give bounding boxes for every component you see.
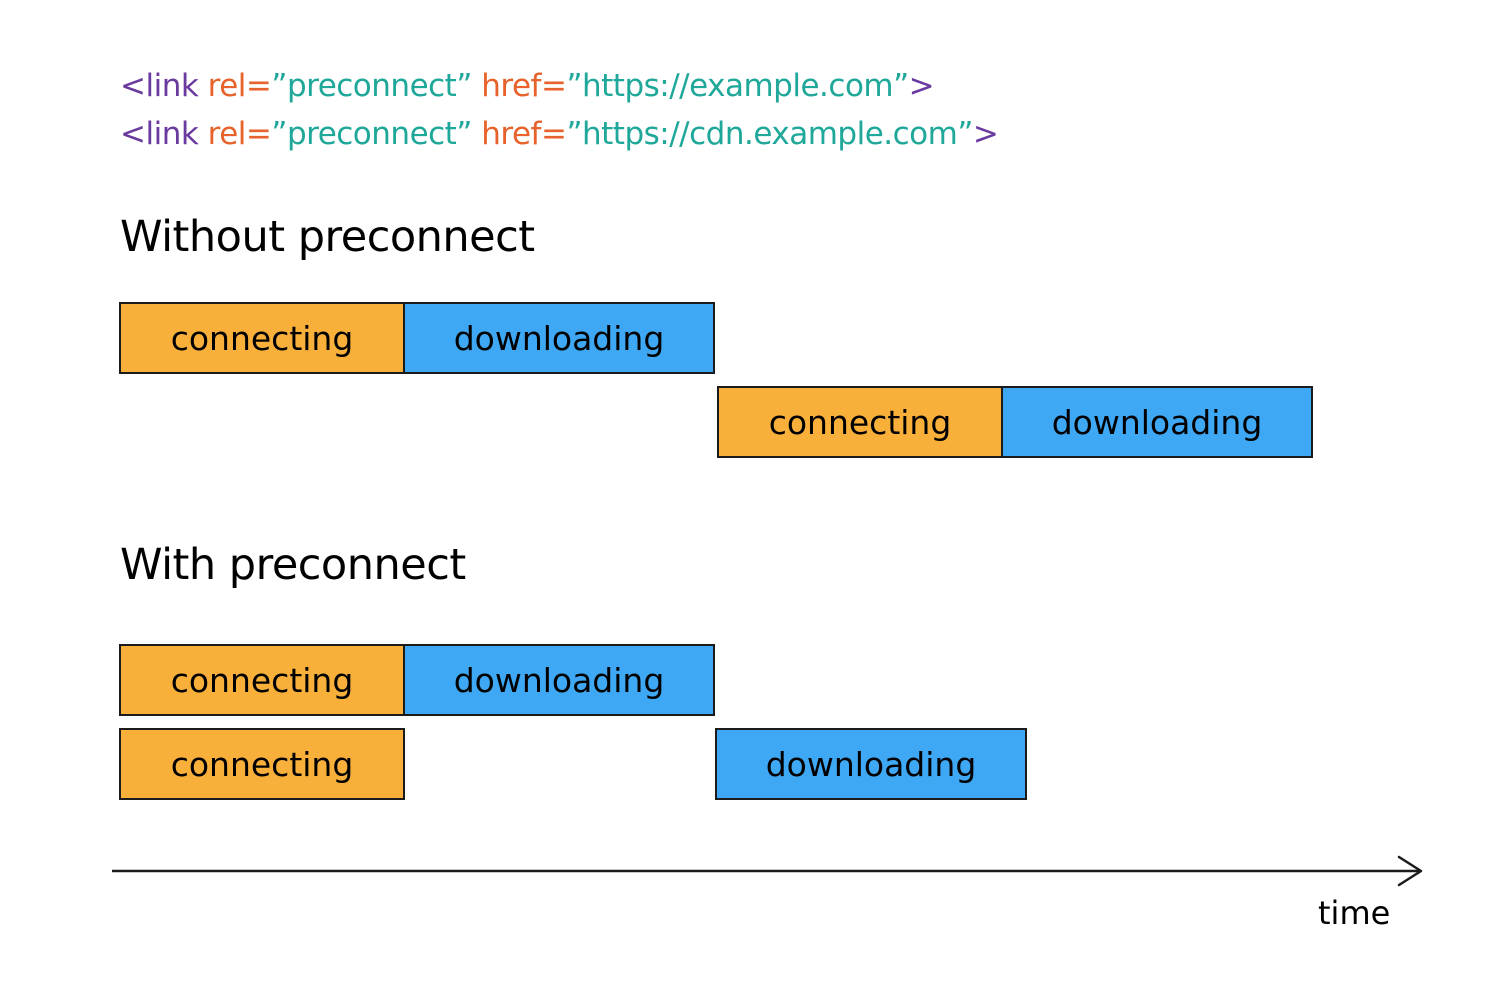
without-row2-downloading-bar: downloading: [1001, 386, 1313, 458]
section-title-without-preconnect: Without preconnect: [120, 212, 535, 262]
without-row1-downloading-bar: downloading: [403, 302, 715, 374]
arrow-right-icon: [1397, 855, 1423, 887]
with-row1-downloading-bar: downloading: [403, 644, 715, 716]
code-rel-value: ”preconnect”: [271, 116, 472, 152]
code-tag-open: <link: [120, 116, 199, 152]
with-row2-connecting-bar: connecting: [119, 728, 405, 800]
code-rel-value: ”preconnect”: [271, 68, 472, 104]
without-row1-connecting-bar: connecting: [119, 302, 405, 374]
code-rel-attr: rel=: [198, 116, 272, 152]
without-row2-connecting-bar: connecting: [717, 386, 1003, 458]
section-title-with-preconnect: With preconnect: [120, 540, 466, 590]
code-tag-open: <link: [120, 68, 199, 104]
time-axis-label: time: [1318, 894, 1391, 932]
code-line-2: <link rel=”preconnect” href=”https://cdn…: [120, 114, 999, 154]
with-row2-downloading-bar: downloading: [715, 728, 1027, 800]
code-tag-close: >: [972, 116, 999, 152]
code-line-1: <link rel=”preconnect” href=”https://exa…: [120, 66, 935, 106]
code-href-value: ”https://cdn.example.com”: [566, 116, 973, 152]
code-tag-close: >: [908, 68, 935, 104]
code-href-value: ”https://example.com”: [566, 68, 909, 104]
code-href-attr: href=: [471, 116, 567, 152]
code-rel-attr: rel=: [198, 68, 272, 104]
code-href-attr: href=: [471, 68, 567, 104]
with-row1-connecting-bar: connecting: [119, 644, 405, 716]
